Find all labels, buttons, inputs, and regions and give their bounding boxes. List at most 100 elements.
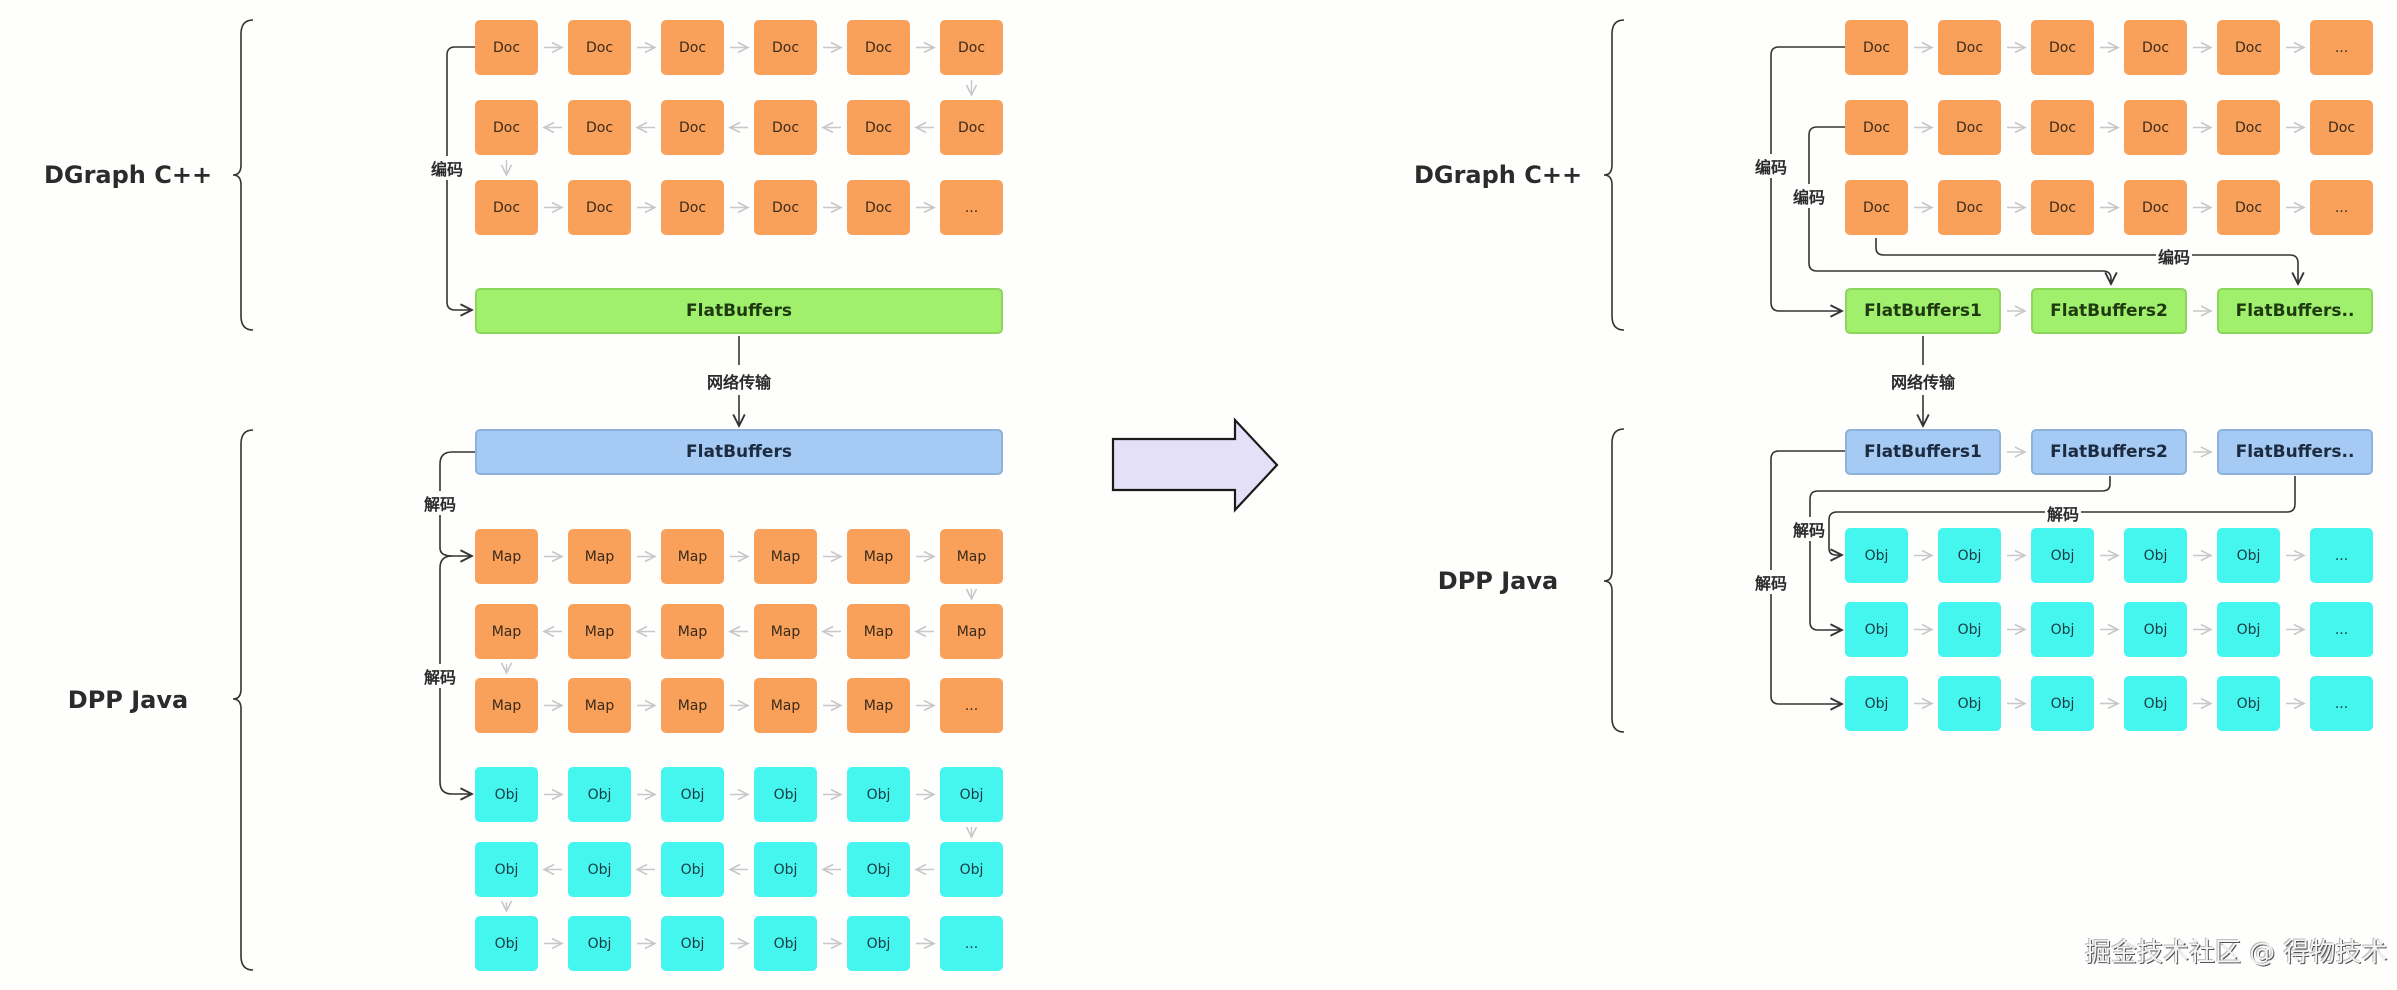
obj-box: Obj: [2031, 676, 2094, 731]
map-box: Map: [754, 678, 817, 733]
left-decode-label-2: 解码: [421, 664, 459, 688]
doc-box: Doc: [2217, 100, 2280, 155]
obj-box: Obj: [475, 767, 538, 822]
left-encode-label: 编码: [428, 156, 466, 180]
map-box: Map: [847, 678, 910, 733]
obj-box: Obj: [475, 842, 538, 897]
obj-box: Obj: [568, 916, 631, 971]
doc-box: Doc: [2217, 180, 2280, 235]
doc-box: Doc: [2031, 180, 2094, 235]
flatbuffers-green-3: FlatBuffers..: [2217, 288, 2373, 334]
map-box: Map: [661, 529, 724, 584]
section-label-dpp-right: DPP Java: [1437, 567, 1559, 595]
left-network-label: 网络传输: [704, 369, 774, 393]
doc-box: ...: [2310, 20, 2373, 75]
right-encode-label-2: 编码: [1790, 184, 1828, 208]
doc-box: Doc: [754, 20, 817, 75]
obj-box: Obj: [1938, 528, 2001, 583]
obj-box: Obj: [2124, 528, 2187, 583]
obj-box: ...: [940, 916, 1003, 971]
obj-box: ...: [2310, 528, 2373, 583]
doc-box: Doc: [847, 100, 910, 155]
flatbuffers-blue-2: FlatBuffers2: [2031, 429, 2187, 475]
watermark: 掘金技术社区 @ 得物技术: [2085, 938, 2388, 968]
obj-box: ...: [2310, 602, 2373, 657]
map-box: Map: [661, 604, 724, 659]
obj-box: Obj: [1845, 528, 1908, 583]
right-decode-connector-2: [1809, 476, 2111, 630]
doc-box: Doc: [2031, 20, 2094, 75]
doc-box: Doc: [1938, 20, 2001, 75]
brace-left-top: [232, 19, 254, 331]
doc-box: Doc: [568, 180, 631, 235]
doc-box: Doc: [754, 100, 817, 155]
obj-box: Obj: [661, 767, 724, 822]
doc-box: Doc: [475, 100, 538, 155]
obj-box: ...: [2310, 676, 2373, 731]
section-label-dgraph-right: DGraph C++: [1413, 161, 1583, 189]
map-box: Map: [754, 529, 817, 584]
doc-box: Doc: [475, 20, 538, 75]
doc-box: Doc: [568, 20, 631, 75]
obj-box: Obj: [754, 842, 817, 897]
map-box: Map: [568, 678, 631, 733]
map-box: Map: [847, 604, 910, 659]
right-decode-label-2: 解码: [1790, 517, 1828, 541]
obj-box: Obj: [2124, 676, 2187, 731]
flow-connectors: [232, 19, 2298, 971]
right-decode-label-3: 解码: [2044, 501, 2082, 525]
doc-box: Doc: [475, 180, 538, 235]
obj-box: Obj: [1938, 676, 2001, 731]
map-box: Map: [940, 604, 1003, 659]
obj-box: Obj: [661, 916, 724, 971]
obj-box: Obj: [2217, 676, 2280, 731]
doc-box: Doc: [2124, 20, 2187, 75]
right-network-label: 网络传输: [1888, 369, 1958, 393]
left-decode-connector-obj: [439, 555, 472, 794]
map-box: Map: [475, 678, 538, 733]
doc-box: Doc: [754, 180, 817, 235]
obj-box: Obj: [661, 842, 724, 897]
doc-box: Doc: [661, 180, 724, 235]
map-box: Map: [568, 604, 631, 659]
doc-box: Doc: [2031, 100, 2094, 155]
obj-box: Obj: [847, 842, 910, 897]
doc-box: Doc: [847, 180, 910, 235]
brace-right-top: [1603, 19, 1625, 331]
flatbuffers-blue-1: FlatBuffers1: [1845, 429, 2001, 475]
flatbuffers-blue-bar: FlatBuffers: [475, 429, 1003, 475]
section-label-dgraph-left: DGraph C++: [43, 161, 213, 189]
transition-arrow-icon: [1111, 417, 1279, 513]
doc-box: ...: [940, 180, 1003, 235]
doc-box: Doc: [847, 20, 910, 75]
right-decode-connector-3: [1828, 476, 2296, 555]
obj-box: Obj: [847, 767, 910, 822]
right-decode-label-1: 解码: [1752, 570, 1790, 594]
flatbuffers-green-2: FlatBuffers2: [2031, 288, 2187, 334]
right-encode-connector-1: [1770, 46, 1845, 311]
map-box: Map: [754, 604, 817, 659]
right-encode-label-3: 编码: [2155, 244, 2193, 268]
brace-left-bottom: [232, 429, 254, 971]
map-box: Map: [940, 529, 1003, 584]
obj-box: Obj: [475, 916, 538, 971]
doc-box: Doc: [2124, 180, 2187, 235]
flatbuffers-green-bar: FlatBuffers: [475, 288, 1003, 334]
obj-box: Obj: [940, 767, 1003, 822]
obj-box: Obj: [940, 842, 1003, 897]
flatbuffers-green-1: FlatBuffers1: [1845, 288, 2001, 334]
right-encode-connector-2: [1808, 126, 2111, 284]
doc-box: Doc: [1938, 180, 2001, 235]
doc-box: Doc: [1845, 180, 1908, 235]
obj-box: Obj: [754, 916, 817, 971]
obj-box: Obj: [2124, 602, 2187, 657]
doc-box: Doc: [1938, 100, 2001, 155]
obj-box: Obj: [1938, 602, 2001, 657]
left-decode-label-1: 解码: [421, 491, 459, 515]
obj-box: Obj: [847, 916, 910, 971]
right-encode-label-1: 编码: [1752, 154, 1790, 178]
map-box: ...: [940, 678, 1003, 733]
obj-box: Obj: [1845, 602, 1908, 657]
obj-box: Obj: [568, 767, 631, 822]
